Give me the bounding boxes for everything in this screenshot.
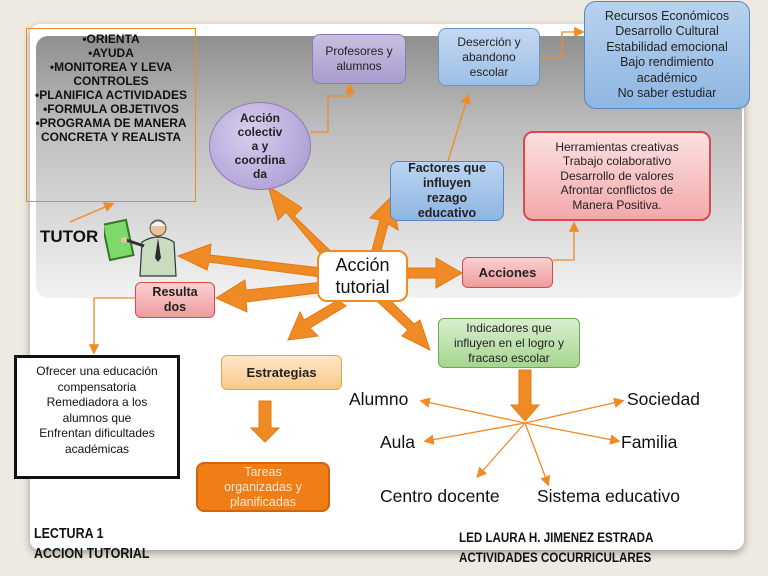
line-acciones-to-herramientas	[553, 221, 580, 261]
center-text: Acción tutorial	[335, 255, 390, 297]
star-line-sociedad	[524, 397, 625, 424]
herramientas-text: Herramientas creativas Trabajo colaborat…	[555, 139, 679, 212]
line-factores-to-desercion	[447, 93, 471, 162]
resultados-text: Resulta dos	[152, 285, 198, 314]
herramientas-box: Herramientas creativas Trabajo colaborat…	[523, 131, 711, 221]
desercion-text: Deserción y abandono escolar	[457, 34, 521, 79]
factor-familia: Familia	[621, 432, 678, 452]
factor-centro-docente: Centro docente	[380, 486, 500, 506]
factor-sociedad: Sociedad	[627, 389, 700, 409]
factores-box: Factores que influyen rezago educativo	[390, 161, 504, 221]
recursos-box: Recursos Económicos Desarrollo Cultural …	[584, 1, 750, 109]
fat-arrow-to-factors-star	[509, 369, 541, 422]
profesores-alumnos-text: Profesores y alumnos	[325, 44, 393, 73]
factor-sistema-educativo: Sistema educativo	[537, 486, 680, 506]
indicadores-box: Indicadores que influyen en el logro y f…	[438, 318, 580, 368]
line-desercion-to-recursos	[540, 26, 585, 59]
estrategias-text: Estrategias	[246, 365, 317, 380]
tutor-functions-text: •ORIENTA •AYUDA •MONITOREA Y LEVA CONTRO…	[35, 32, 187, 144]
footer-lecture-title: LECTURA 1 ACCION TUTORIAL	[34, 526, 150, 562]
star-line-aula	[423, 422, 526, 445]
accion-colectiva-ellipse: Acción colectiv a y coordina da	[209, 102, 311, 190]
profesores-alumnos-box: Profesores y alumnos	[312, 34, 406, 84]
tareas-box: Tareas organizadas y planificadas	[196, 462, 330, 512]
acciones-text: Acciones	[478, 265, 537, 280]
line-resultados-to-ofrecer	[88, 297, 135, 355]
factores-text: Factores que influyen rezago educativo	[408, 161, 486, 220]
star-line-alumno	[419, 397, 526, 424]
fat-arrow-to-resultados	[214, 279, 327, 313]
indicadores-text: Indicadores que influyen en el logro y f…	[453, 320, 565, 365]
accion-tutorial-center: Acción tutorial	[317, 250, 408, 302]
star-line-sistema	[524, 422, 551, 487]
estrategias-box: Estrategias	[221, 355, 342, 390]
fat-arrow-to-tutor	[176, 243, 323, 278]
ofrecer-educacion-text: Ofrecer una educación compensatoria Reme…	[36, 364, 158, 456]
teacher-icon	[104, 218, 177, 277]
line-tutor-to-orienta	[69, 202, 115, 223]
tutor-functions-box: •ORIENTA •AYUDA •MONITOREA Y LEVA CONTRO…	[26, 28, 196, 202]
factor-aula: Aula	[380, 432, 416, 452]
ofrecer-educacion-box: Ofrecer una educación compensatoria Reme…	[14, 355, 180, 479]
star-line-centro	[476, 422, 526, 478]
fat-arrow-to-estrategias	[287, 299, 347, 341]
line-accion-to-profesores	[311, 83, 356, 133]
tareas-text: Tareas organizadas y planificadas	[224, 464, 302, 509]
fat-arrow-to-acciones	[407, 257, 464, 289]
tutor-label: TUTOR	[40, 227, 99, 246]
acciones-box: Acciones	[462, 257, 553, 288]
accion-colectiva-text: Acción colectiv a y coordina da	[234, 111, 286, 181]
footer-author: LED LAURA H. JIMENEZ ESTRADA ACTIVIDADES…	[459, 530, 654, 565]
fat-arrow-to-indicadores	[377, 295, 431, 351]
star-line-familia	[524, 422, 621, 445]
factor-alumno: Alumno	[349, 389, 409, 409]
fat-arrow-to-tareas	[249, 400, 281, 443]
resultados-box: Resulta dos	[135, 282, 215, 318]
desercion-box: Deserción y abandono escolar	[438, 28, 540, 86]
recursos-text: Recursos Económicos Desarrollo Cultural …	[604, 8, 730, 101]
